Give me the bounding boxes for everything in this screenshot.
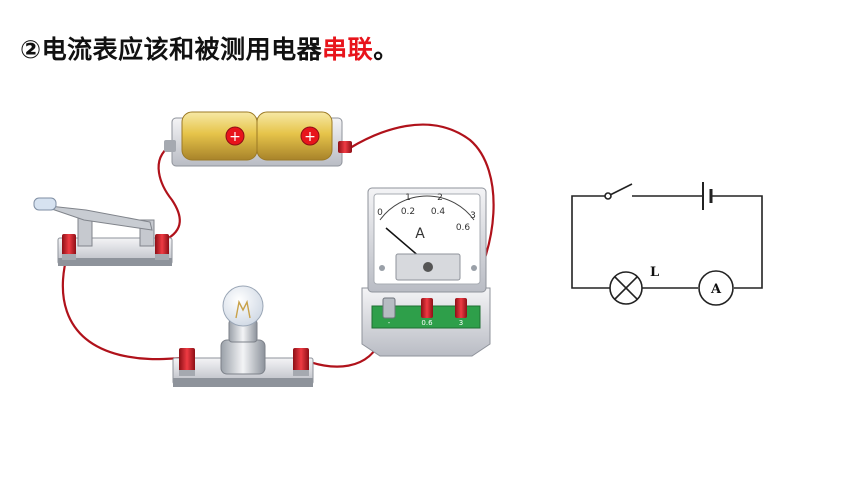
switch-terminal-right bbox=[155, 234, 169, 260]
svg-text:1: 1 bbox=[405, 193, 411, 203]
ammeter-symbol: A bbox=[415, 226, 425, 242]
schematic-wire-left bbox=[571, 195, 610, 289]
switch-terminal-left bbox=[62, 234, 76, 260]
title-suffix: 。 bbox=[373, 35, 399, 64]
title-prefix: ②电流表应该和被测用电器 bbox=[20, 35, 323, 64]
ammeter-terminal-0-6: 0.6 bbox=[421, 298, 433, 327]
svg-text:0.2: 0.2 bbox=[401, 207, 415, 217]
svg-text:3: 3 bbox=[459, 319, 463, 327]
title-highlight: 串联 bbox=[322, 35, 374, 64]
svg-text:3: 3 bbox=[470, 211, 476, 221]
lamp-terminal-right bbox=[293, 348, 309, 376]
battery-holder: + + bbox=[164, 111, 352, 167]
schematic-lamp-label: L bbox=[650, 265, 659, 280]
svg-text:0: 0 bbox=[377, 208, 383, 218]
knife-switch bbox=[33, 197, 173, 266]
light-bulb-icon bbox=[222, 285, 264, 327]
wire-battery-to-switch bbox=[157, 144, 181, 242]
schematic-ammeter-label: A bbox=[710, 282, 722, 297]
lamp-holder bbox=[172, 285, 314, 387]
svg-text:+: + bbox=[304, 129, 316, 145]
battery-plus-icon-left: + bbox=[225, 126, 245, 146]
svg-text:2: 2 bbox=[437, 193, 443, 203]
ammeter-terminal-3: 3 bbox=[455, 298, 467, 327]
schematic-wire-right bbox=[712, 195, 763, 289]
wire-switch-to-lamp bbox=[61, 244, 189, 361]
ammeter: 0 1 2 3 0.2 0.4 0.6 A - 0.6 3 bbox=[361, 187, 491, 357]
lamp-terminal-left bbox=[179, 348, 195, 376]
battery-terminal bbox=[338, 141, 352, 153]
ammeter-terminal-negative: - bbox=[382, 297, 396, 327]
circuit-schematic bbox=[571, 182, 763, 306]
schematic-lamp-icon bbox=[609, 271, 643, 305]
schematic-battery bbox=[702, 182, 713, 210]
svg-text:0.6: 0.6 bbox=[456, 223, 471, 233]
schematic-switch bbox=[604, 183, 633, 200]
svg-text:-: - bbox=[388, 319, 391, 327]
schematic-ammeter bbox=[698, 270, 734, 306]
ammeter-scale: 0 1 2 3 0.2 0.4 0.6 bbox=[377, 193, 476, 233]
svg-text:+: + bbox=[229, 129, 241, 145]
svg-text:0.6: 0.6 bbox=[421, 319, 433, 327]
page-title: ②电流表应该和被测用电器串联。 bbox=[20, 30, 399, 66]
svg-text:0.4: 0.4 bbox=[431, 207, 446, 217]
battery-plus-icon-right: + bbox=[300, 126, 320, 146]
